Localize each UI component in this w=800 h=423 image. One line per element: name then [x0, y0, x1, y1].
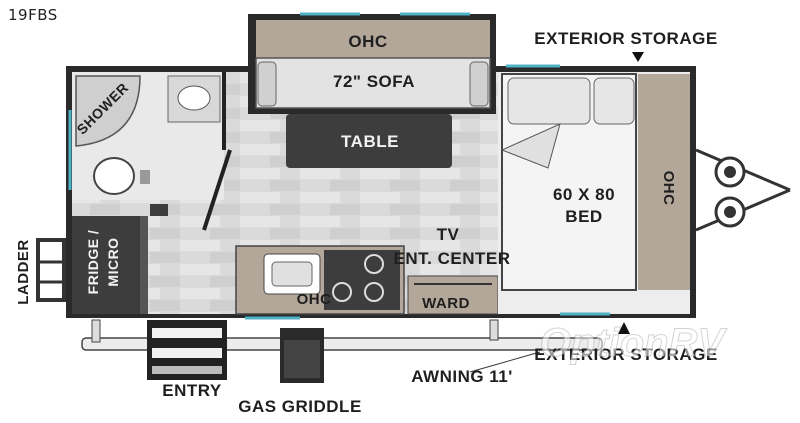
label-ohc-kitchen: OHC — [297, 291, 332, 308]
storage-arrow-top — [632, 52, 644, 62]
sofa — [255, 57, 491, 109]
label-fridge: FRIDGE / — [85, 230, 101, 295]
label-sofa: 72" SOFA — [333, 72, 415, 91]
label-bed-size: 60 X 80 — [553, 185, 615, 204]
label-exterior-storage-top: EXTERIOR STORAGE — [534, 29, 717, 48]
table — [286, 114, 452, 168]
watermark: OptionRV — [540, 321, 728, 365]
awning-end-right — [489, 319, 499, 341]
model-name: 19FBS — [8, 6, 58, 24]
entry-steps — [147, 320, 227, 380]
wardrobe — [407, 275, 499, 315]
label-micro: MICRO — [105, 237, 121, 286]
stove — [324, 250, 400, 310]
label-ladder: LADDER — [15, 239, 32, 305]
label-ohc-front: OHC — [660, 171, 677, 206]
front-ohc — [638, 74, 690, 290]
toilet — [93, 157, 135, 195]
storage-arrow-bottom — [618, 322, 630, 334]
shower — [75, 75, 141, 147]
bath-door — [202, 149, 232, 231]
ladder — [36, 238, 66, 302]
label-ent-center: ENT. CENTER — [394, 249, 511, 268]
awning-end-left — [91, 319, 101, 343]
fridge-micro — [72, 216, 140, 314]
label-ohc-top: OHC — [348, 32, 387, 51]
gas-griddle — [280, 328, 324, 383]
label-table: TABLE — [341, 132, 399, 151]
label-entry: ENTRY — [162, 381, 222, 400]
label-exterior-storage-bottom: EXTERIOR STORAGE — [534, 345, 717, 364]
label-ward: WARD — [422, 295, 470, 312]
label-tv: TV — [437, 225, 460, 244]
label-gas-griddle: GAS GRIDDLE — [238, 397, 362, 416]
label-bed: BED — [565, 207, 602, 226]
hitch — [695, 148, 791, 232]
label-awning: AWNING 11' — [411, 367, 513, 386]
